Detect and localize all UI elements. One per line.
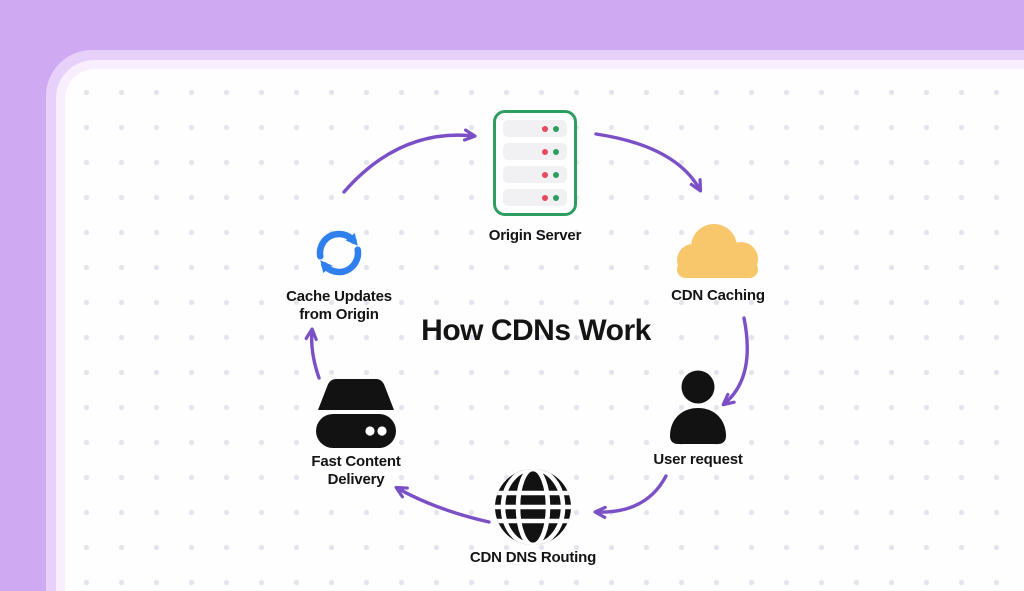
green-led-icon: [553, 171, 559, 178]
server-slot: [503, 166, 567, 183]
node-cache-updates: Cache Updates from Origin: [281, 225, 397, 325]
green-led-icon: [553, 125, 559, 132]
server-slot: [503, 120, 567, 137]
node-label: User request: [653, 451, 743, 468]
node-cdn-dns-routing: CDN DNS Routing: [450, 467, 616, 567]
node-label: CDN Caching: [671, 287, 765, 304]
server-slot: [503, 189, 567, 206]
server-rack-icon: [493, 110, 577, 216]
green-led-icon: [553, 148, 559, 155]
sync-icon: [316, 230, 362, 276]
globe-icon: [495, 469, 571, 545]
server-slot: [503, 143, 567, 160]
node-label: Cache Updates from Origin: [286, 288, 392, 324]
red-led-icon: [542, 125, 548, 132]
red-led-icon: [542, 171, 548, 178]
node-fast-content-delivery: Fast Content Delivery: [286, 377, 426, 490]
user-icon: [670, 370, 726, 444]
node-user-request: User request: [628, 370, 768, 469]
green-led-icon: [553, 194, 559, 201]
node-label: Origin Server: [488, 227, 582, 244]
node-origin-server: Origin Server: [455, 110, 615, 245]
node-cdn-caching: CDN Caching: [640, 221, 796, 305]
red-led-icon: [542, 194, 548, 201]
node-label: CDN DNS Routing: [469, 549, 597, 566]
red-led-icon: [542, 148, 548, 155]
page-title: How CDNs Work: [421, 314, 651, 347]
cloud-icon: [677, 224, 758, 278]
storage-drive-icon: [316, 379, 396, 448]
node-label: Fast Content Delivery: [311, 453, 401, 489]
